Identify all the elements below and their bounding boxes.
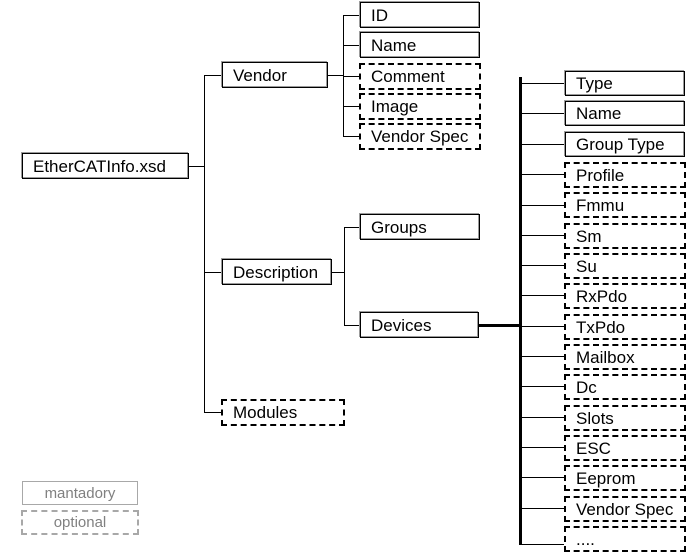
node-label: Su xyxy=(576,256,597,276)
node-device-dc[interactable]: Dc xyxy=(564,374,686,400)
node-device-rxpdo[interactable]: RxPdo xyxy=(564,283,686,309)
connector-devices-to-type xyxy=(521,83,565,84)
node-label: Group Type xyxy=(576,135,665,154)
connector-devices-trunk xyxy=(519,77,522,545)
legend-label: mantadory xyxy=(44,484,116,502)
connector-vendor-stub xyxy=(327,75,344,76)
legend-label: optional xyxy=(53,514,107,531)
node-label: Sm xyxy=(576,226,602,246)
connector-devices-to-txpdo xyxy=(521,326,565,327)
node-label: Type xyxy=(576,74,613,93)
node-label: Name xyxy=(576,104,622,123)
connector-devices-to-name xyxy=(521,113,565,114)
node-label: Comment xyxy=(371,67,445,86)
node-device-txpdo[interactable]: TxPdo xyxy=(564,314,686,340)
legend-optional: optional xyxy=(21,510,139,535)
node-label: Fmmu xyxy=(576,195,625,215)
node-modules[interactable]: Modules xyxy=(221,399,345,426)
connector-vendor-to-vendorspec xyxy=(343,136,360,137)
node-devices[interactable]: Devices xyxy=(359,311,479,338)
node-vendor-image[interactable]: Image xyxy=(359,93,481,120)
node-device-su[interactable]: Su xyxy=(564,253,686,279)
node-label: Name xyxy=(371,35,417,55)
node-device-type[interactable]: Type xyxy=(564,70,685,96)
node-device-sm[interactable]: Sm xyxy=(564,223,686,249)
node-device-vendor-spec[interactable]: Vendor Spec xyxy=(564,496,686,522)
connector-devices-to-grouptype xyxy=(521,144,565,145)
node-label: Slots xyxy=(576,408,614,428)
node-label: Image xyxy=(371,97,419,116)
node-label: Description xyxy=(233,262,319,282)
connector-description-stub xyxy=(331,272,345,273)
connector-root-to-description xyxy=(204,272,222,273)
connector-devices-to-su xyxy=(521,265,565,266)
connector-root-to-vendor xyxy=(204,75,222,76)
node-label: RxPdo xyxy=(576,286,628,306)
connector-devices-to-esc xyxy=(521,447,565,448)
node-label: Devices xyxy=(371,315,432,335)
node-device-eeprom[interactable]: Eeprom xyxy=(564,465,686,491)
connector-vendor-to-comment xyxy=(343,76,360,77)
node-description[interactable]: Description xyxy=(221,258,332,285)
node-label: Profile xyxy=(576,165,625,185)
node-device-slots[interactable]: Slots xyxy=(564,405,686,431)
node-label: .... xyxy=(576,529,595,549)
connector-devices-to-ellipsis xyxy=(521,544,565,545)
node-device-mailbox[interactable]: Mailbox xyxy=(564,344,686,370)
node-label: EtherCATInfo.xsd xyxy=(33,156,166,176)
connector-vendor-to-name xyxy=(343,45,360,46)
connector-devices-to-fmmu xyxy=(521,205,565,206)
connector-devices-to-sm xyxy=(521,235,565,236)
node-device-ellipsis[interactable]: .... xyxy=(564,526,686,552)
connector-description-to-groups xyxy=(344,227,360,228)
node-vendor-comment[interactable]: Comment xyxy=(359,63,481,90)
connector-devices-to-slots xyxy=(521,417,565,418)
node-label: Vendor Spec xyxy=(371,127,469,146)
node-vendor-name[interactable]: Name xyxy=(359,31,480,58)
node-label: Eeprom xyxy=(576,468,636,488)
connector-devices-to-dc xyxy=(521,386,565,387)
connector-root-trunk xyxy=(204,75,205,413)
node-device-esc[interactable]: ESC xyxy=(564,435,686,461)
node-label: Vendor xyxy=(233,65,287,85)
node-vendor[interactable]: Vendor xyxy=(221,61,328,88)
node-label: Vendor Spec xyxy=(576,499,674,519)
connector-root-stub xyxy=(189,166,205,167)
node-label: ESC xyxy=(576,438,611,458)
connector-devices-to-rxpdo xyxy=(521,295,565,296)
node-vendor-id[interactable]: ID xyxy=(359,1,480,28)
node-device-profile[interactable]: Profile xyxy=(564,162,686,188)
connector-description-trunk xyxy=(344,227,345,326)
connector-devices-to-eeprom xyxy=(521,477,565,478)
node-device-name[interactable]: Name xyxy=(564,100,685,126)
connector-root-to-modules xyxy=(204,412,222,413)
legend-mandatory: mantadory xyxy=(22,481,138,505)
connector-devices-to-profile xyxy=(521,174,565,175)
connector-devices-stub xyxy=(479,324,521,327)
connector-devices-to-vendorspec xyxy=(521,508,565,509)
node-label: Dc xyxy=(576,377,597,397)
connector-vendor-to-image xyxy=(343,106,360,107)
node-ethercatinfo-xsd[interactable]: EtherCATInfo.xsd xyxy=(21,152,189,179)
node-device-fmmu[interactable]: Fmmu xyxy=(564,192,686,218)
connector-vendor-to-id xyxy=(343,15,360,16)
node-label: Groups xyxy=(371,217,427,237)
connector-description-to-devices xyxy=(344,325,360,326)
node-label: TxPdo xyxy=(576,317,626,337)
node-device-group-type[interactable]: Group Type xyxy=(564,131,685,157)
node-label: ID xyxy=(371,5,388,25)
connector-devices-to-mailbox xyxy=(521,356,565,357)
node-groups[interactable]: Groups xyxy=(359,213,480,240)
node-label: Modules xyxy=(233,403,298,422)
node-label: Mailbox xyxy=(576,347,635,367)
node-vendor-vendor-spec[interactable]: Vendor Spec xyxy=(359,123,481,150)
